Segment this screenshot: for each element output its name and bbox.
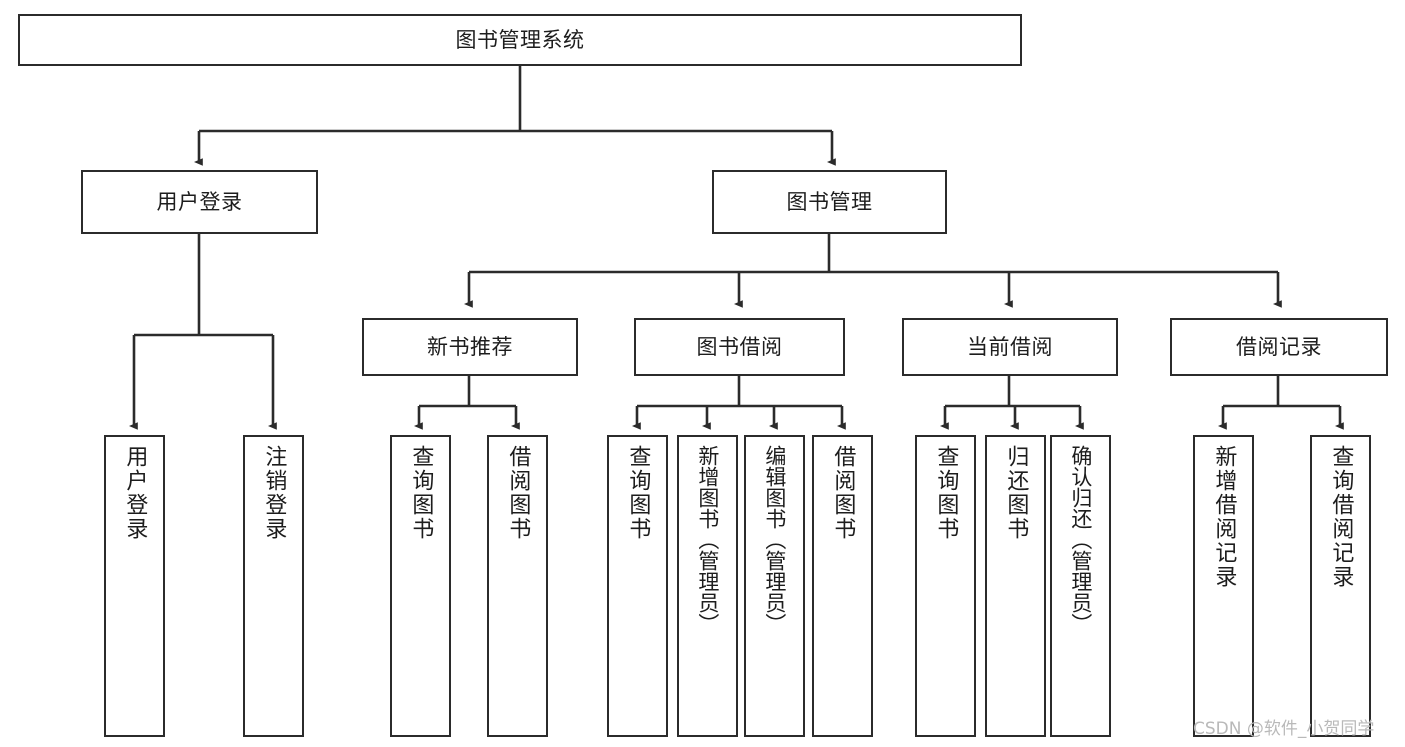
- node-label: 归还图书: [1003, 445, 1029, 541]
- leaf-borrow-book-new[interactable]: 借阅图书: [487, 435, 548, 737]
- leaf-borrow-book[interactable]: 借阅图书: [812, 435, 873, 737]
- node-label: 查询图书: [625, 445, 651, 541]
- leaf-edit-book-admin[interactable]: 编辑图书（管理员）: [744, 435, 805, 737]
- node-label: 查询借阅记录: [1328, 445, 1354, 589]
- node-label: 图书管理: [786, 189, 873, 214]
- leaf-query-book-borrow[interactable]: 查询图书: [607, 435, 668, 737]
- leaf-logout[interactable]: 注销登录: [243, 435, 304, 737]
- node-label: 用户登录: [156, 189, 243, 214]
- leaf-add-book-admin[interactable]: 新增图书（管理员）: [677, 435, 738, 737]
- leaf-confirm-return-admin[interactable]: 确认归还（管理员）: [1050, 435, 1111, 737]
- node-current-borrowing[interactable]: 当前借阅: [902, 318, 1118, 376]
- node-new-book-recommendation[interactable]: 新书推荐: [362, 318, 578, 376]
- node-label: 当前借阅: [967, 334, 1053, 359]
- node-root-book-management-system[interactable]: 图书管理系统: [18, 14, 1022, 66]
- node-label: 用户登录: [122, 445, 148, 541]
- node-label: 查询图书: [408, 445, 434, 541]
- node-label: 借阅图书: [830, 445, 856, 541]
- node-book-management[interactable]: 图书管理: [712, 170, 947, 234]
- leaf-return-book[interactable]: 归还图书: [985, 435, 1046, 737]
- node-label: 图书管理系统: [455, 27, 585, 52]
- node-label: 编辑图书（管理员）: [762, 445, 787, 634]
- leaf-add-borrow-record[interactable]: 新增借阅记录: [1193, 435, 1254, 737]
- watermark-text: CSDN @软件_小贺同学: [1193, 719, 1375, 739]
- node-label: 确认归还（管理员）: [1068, 445, 1093, 634]
- node-label: 新增借阅记录: [1211, 445, 1237, 589]
- node-user-login[interactable]: 用户登录: [81, 170, 318, 234]
- node-book-borrowing[interactable]: 图书借阅: [634, 318, 845, 376]
- node-label: 借阅图书: [505, 445, 531, 541]
- node-borrowing-records[interactable]: 借阅记录: [1170, 318, 1388, 376]
- node-label: 新书推荐: [427, 334, 513, 359]
- leaf-query-book-new[interactable]: 查询图书: [390, 435, 451, 737]
- node-label: 新增图书（管理员）: [695, 445, 720, 634]
- node-label: 图书借阅: [696, 334, 783, 359]
- node-label: 注销登录: [261, 445, 287, 541]
- node-label: 查询图书: [933, 445, 959, 541]
- node-label: 借阅记录: [1236, 334, 1322, 359]
- leaf-query-book-current[interactable]: 查询图书: [915, 435, 976, 737]
- leaf-user-login[interactable]: 用户登录: [104, 435, 165, 737]
- leaf-query-borrow-record[interactable]: 查询借阅记录: [1310, 435, 1371, 737]
